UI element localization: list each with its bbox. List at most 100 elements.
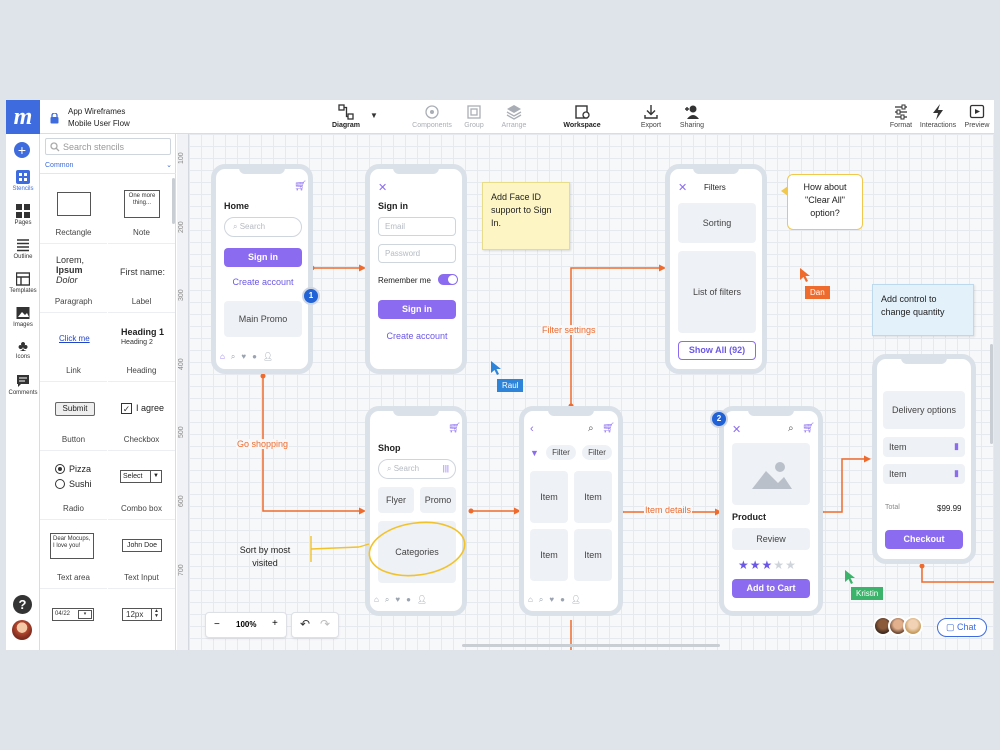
search-icon[interactable]: ⌕ <box>588 423 594 434</box>
page-title[interactable]: Mobile User Flow <box>68 119 130 128</box>
checkout-button[interactable]: Checkout <box>885 530 963 549</box>
flyer-tile[interactable]: Flyer <box>378 487 414 513</box>
chat-button[interactable]: ▢ Chat <box>937 618 987 637</box>
filter-chip-2[interactable]: Filter <box>582 445 612 460</box>
chevron-down-icon[interactable]: ▼ <box>370 111 378 120</box>
home-icon[interactable]: ⌂ <box>374 595 379 604</box>
heart-icon[interactable]: ♥ <box>549 595 555 604</box>
moqups-logo[interactable]: m <box>6 100 40 134</box>
promo-tile[interactable]: Promo <box>420 487 456 513</box>
rail-outline[interactable]: Outline <box>6 238 40 260</box>
stencil-checkbox[interactable]: ✓ I agree Checkbox <box>108 383 175 451</box>
badge-2[interactable]: 2 <box>710 410 728 428</box>
flow-label-item-details[interactable]: Item details <box>644 505 693 515</box>
stencil-combo-box[interactable]: Select ▼ Combo box <box>108 452 175 520</box>
remember-me-toggle[interactable] <box>438 274 458 285</box>
cart-icon[interactable]: 🛒︎ <box>602 423 615 434</box>
stencil-number-stepper[interactable]: 12px ▲▼ <box>108 590 175 650</box>
back-icon[interactable]: ‹ <box>530 423 534 435</box>
help-icon[interactable]: ? <box>13 595 32 614</box>
components-button[interactable]: Components <box>410 102 454 129</box>
sign-in-button[interactable]: Sign in <box>378 300 456 319</box>
stencil-search[interactable]: Search stencils <box>45 138 171 155</box>
home-search-input[interactable]: ⌕ Search <box>224 217 302 237</box>
badge-1[interactable]: 1 <box>302 287 320 305</box>
user-avatar[interactable] <box>12 620 32 640</box>
stencil-rectangle[interactable]: Rectangle <box>40 176 107 244</box>
sorting-box[interactable]: Sorting <box>678 203 756 243</box>
pin-icon[interactable]: ● <box>406 595 411 604</box>
stencil-label[interactable]: First name: Label <box>108 245 175 313</box>
user-icon[interactable]: 👤︎ <box>416 595 428 604</box>
create-account-link[interactable]: Create account <box>386 331 448 341</box>
pin-icon[interactable]: ● <box>560 595 565 604</box>
category-select[interactable]: Common ⌄ <box>40 160 176 174</box>
canvas[interactable]: Go shopping Filter settings Item details… <box>189 134 994 650</box>
user-icon[interactable]: 👤︎ <box>570 595 582 604</box>
stencil-text-area[interactable]: Dear Mocups, I love you! Text area <box>40 521 107 589</box>
home-sign-in-button[interactable]: Sign in <box>224 248 302 267</box>
stencil-button[interactable]: Submit Button <box>40 383 107 451</box>
heart-icon[interactable]: ♥ <box>241 352 247 361</box>
stencil-heading[interactable]: Heading 1 Heading 2 Heading <box>108 314 175 382</box>
filter-list-box[interactable]: List of filters <box>678 251 756 333</box>
item-tile[interactable]: Item <box>530 471 568 523</box>
stencil-note[interactable]: One more thing... Note <box>108 176 175 244</box>
preview-button[interactable]: Preview <box>962 102 992 129</box>
pin-icon[interactable]: ● <box>252 352 257 361</box>
close-icon[interactable]: ✕ <box>378 182 388 194</box>
close-icon[interactable]: ✕ <box>678 182 688 194</box>
phone-shop[interactable]: 🛒︎ Shop ⌕ Search ||| Flyer Promo Categor… <box>365 406 467 616</box>
rail-pages[interactable]: Pages <box>6 204 40 226</box>
user-icon[interactable]: 👤︎ <box>262 352 274 361</box>
shop-search-input[interactable]: ⌕ Search ||| <box>378 459 456 479</box>
add-to-cart-button[interactable]: Add to Cart <box>732 579 810 598</box>
diagram-button[interactable]: Diagram <box>328 102 364 129</box>
phone-product[interactable]: ✕ ⌕ 🛒︎ Product Review ★★★★★ Add to Cart <box>719 406 823 616</box>
add-icon[interactable]: + <box>14 142 30 158</box>
item-tile[interactable]: Item <box>574 471 612 523</box>
search-icon[interactable]: ⌕ <box>384 595 390 604</box>
flow-label-go-shopping[interactable]: Go shopping <box>236 439 290 449</box>
project-title[interactable]: App Wireframes <box>68 107 126 116</box>
zoom-in-button[interactable]: + <box>272 618 278 629</box>
cart-item-1[interactable]: Item ▮ <box>883 437 965 457</box>
trash-icon[interactable]: ▮ <box>954 441 959 451</box>
undo-icon[interactable]: ↶ <box>300 617 311 631</box>
home-icon[interactable]: ⌂ <box>220 352 225 361</box>
phone-cart[interactable]: Delivery options Item ▮ Item ▮ Total $99… <box>872 354 976 564</box>
main-promo[interactable]: Main Promo <box>224 301 302 337</box>
stencil-paragraph[interactable]: Lorem, Ipsum Dolor Paragraph <box>40 245 107 313</box>
comment-bubble[interactable]: How about "Clear All" option? <box>787 174 863 230</box>
sticky-note[interactable]: Add Face ID support to Sign In. <box>482 182 570 250</box>
interactions-button[interactable]: Interactions <box>918 102 958 129</box>
star-rating[interactable]: ★★★★★ <box>738 558 797 572</box>
blue-note[interactable]: Add control to change quantity <box>872 284 974 336</box>
rail-comments[interactable]: Comments <box>6 374 40 396</box>
close-icon[interactable]: ✕ <box>732 424 742 436</box>
workspace-button[interactable]: Workspace <box>562 102 602 129</box>
cart-item-2[interactable]: Item ▮ <box>883 464 965 484</box>
cart-icon[interactable]: 🛒︎ <box>294 181 307 192</box>
item-tile[interactable]: Item <box>574 529 612 581</box>
group-button[interactable]: Group <box>461 102 487 129</box>
stencil-radio[interactable]: Pizza Sushi Radio <box>40 452 107 520</box>
heart-icon[interactable]: ♥ <box>395 595 401 604</box>
panel-scrollbar[interactable] <box>172 178 175 224</box>
item-tile[interactable]: Item <box>530 529 568 581</box>
categories-tile[interactable]: Categories <box>378 521 456 583</box>
stencil-text-input[interactable]: John Doe Text Input <box>108 521 175 589</box>
phone-filters[interactable]: ✕ Filters Sorting List of filters Show A… <box>665 164 767 374</box>
phone-listing[interactable]: ‹ ⌕ 🛒︎ ▼ Filter Filter Item Item Item It… <box>519 406 623 616</box>
filter-chip-1[interactable]: Filter <box>546 445 576 460</box>
rail-stencils[interactable]: Stencils <box>6 170 40 192</box>
search-icon[interactable]: ⌕ <box>788 423 794 434</box>
export-button[interactable]: Export <box>636 102 666 129</box>
rail-images[interactable]: Images <box>6 306 40 328</box>
zoom-out-button[interactable]: − <box>214 619 220 630</box>
vertical-scrollbar[interactable] <box>990 344 993 444</box>
collaborator-avatars[interactable] <box>873 616 929 638</box>
rail-icons[interactable]: ♣ Icons <box>6 339 40 360</box>
flow-label-filter-settings[interactable]: Filter settings <box>541 325 597 335</box>
delivery-options[interactable]: Delivery options <box>883 391 965 429</box>
